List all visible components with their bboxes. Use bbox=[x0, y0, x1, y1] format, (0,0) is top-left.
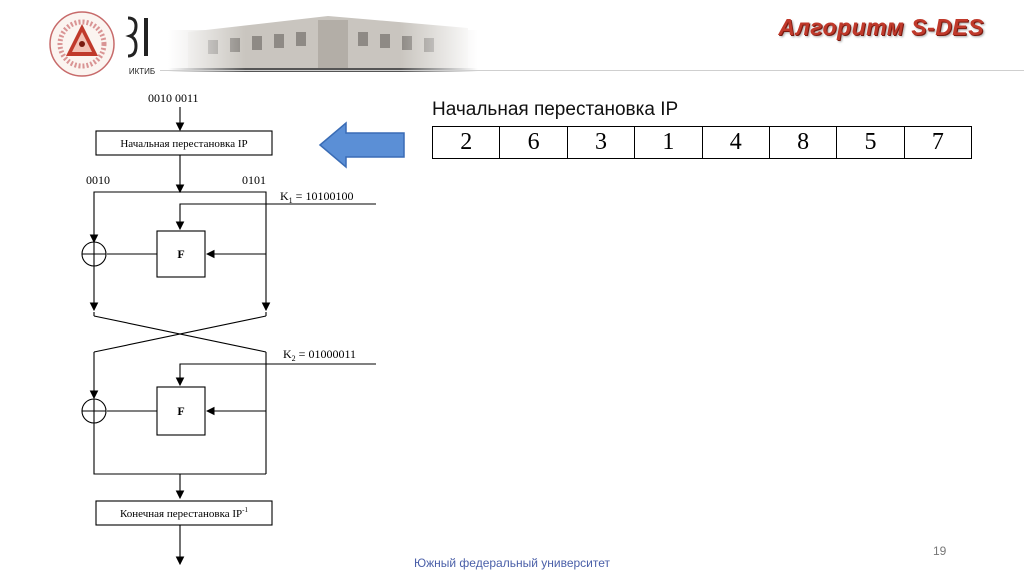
header-divider bbox=[160, 70, 1024, 71]
ip-cell-6: 8 bbox=[768, 126, 838, 159]
input-label: 0010 0011 bbox=[148, 91, 199, 105]
page-number: 19 bbox=[933, 544, 947, 558]
final-ip-box bbox=[95, 500, 273, 526]
page-title: Алгоритм S-DES bbox=[778, 14, 984, 40]
ip-cell-5: 4 bbox=[701, 126, 770, 159]
left-half-label: 0010 bbox=[86, 173, 110, 187]
f-label-1: F bbox=[177, 247, 184, 261]
university-building-image bbox=[168, 10, 478, 72]
ip-cell-8: 7 bbox=[903, 126, 973, 159]
institute-logo-text: ИКТИБ bbox=[128, 67, 156, 76]
institute-mark-icon bbox=[125, 16, 148, 58]
ip-table-title: Начальная перестановка IP bbox=[432, 99, 679, 120]
ip-cell-4: 1 bbox=[634, 126, 703, 159]
university-logo bbox=[49, 11, 115, 77]
ip-box-label: Начальная перестановка IP bbox=[120, 138, 247, 150]
k1-label: K1 = 10100100 bbox=[280, 189, 353, 205]
header: ИКТИБ Алгоритм S-DES bbox=[0, 0, 1024, 80]
sdes-diagram: 0010 0011 Начальная перестановка IP 0010… bbox=[81, 91, 376, 566]
k2-label: K2 = 01000011 bbox=[283, 347, 356, 363]
final-box-label: Конечная перестановка IP-1 bbox=[120, 506, 249, 520]
ip-table-row: 2 6 3 1 4 8 5 7 bbox=[431, 126, 973, 159]
f-label-2: F bbox=[177, 404, 184, 418]
footer-university: Южный федеральный университет bbox=[413, 556, 611, 570]
ip-table: 2 6 3 1 4 8 5 7 bbox=[431, 126, 973, 159]
ip-cell-3: 3 bbox=[566, 126, 636, 159]
ip-cell-2: 6 bbox=[499, 126, 568, 159]
ip-box bbox=[95, 130, 273, 156]
left-arrow-icon bbox=[318, 121, 405, 169]
ip-cell-1: 2 bbox=[431, 126, 501, 159]
ip-cell-7: 5 bbox=[836, 126, 905, 159]
right-half-label: 0101 bbox=[242, 173, 266, 187]
institute-logo: ИКТИБ bbox=[122, 14, 162, 76]
